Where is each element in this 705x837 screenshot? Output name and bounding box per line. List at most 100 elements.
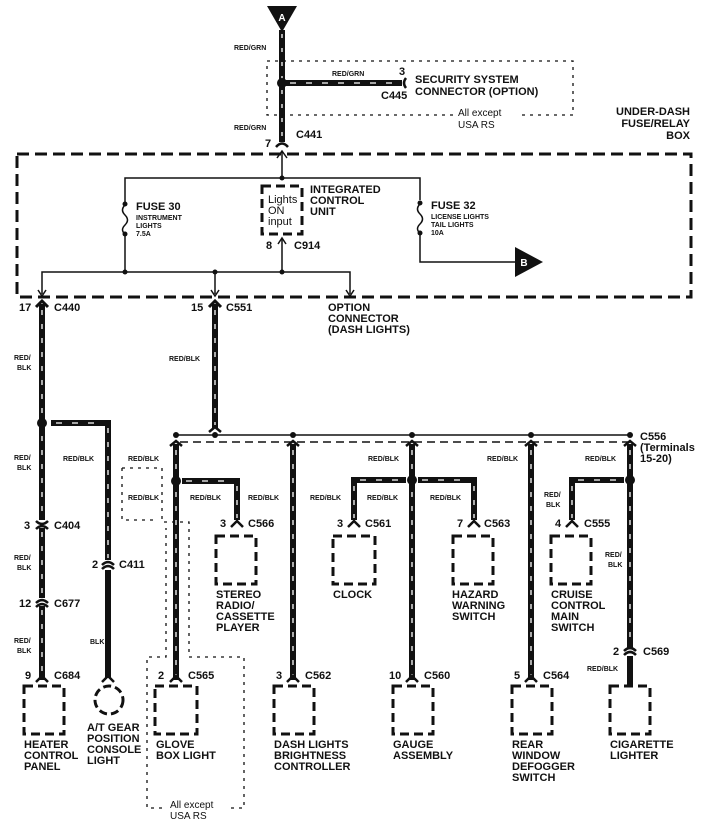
terminal-b-label: B — [520, 258, 527, 269]
glove-note-1: All except — [170, 800, 214, 811]
fuse-32-desc-2: TAIL LIGHTS — [431, 222, 474, 229]
c556-connector: C556 — [640, 431, 666, 443]
clock-label: CLOCK — [333, 589, 372, 601]
c565-pin: 2 — [158, 670, 164, 682]
gauge-assembly-box — [391, 684, 435, 736]
connector-symbol — [402, 77, 408, 89]
c561-connector: C561 — [365, 518, 391, 530]
heater-label-3: PANEL — [24, 761, 61, 773]
defogger-label-3: DEFOGGER — [512, 761, 575, 773]
c555-connector: C555 — [584, 518, 610, 530]
dash-ctrl-box — [272, 684, 316, 736]
wire-clock — [351, 477, 406, 520]
stereo-label-1: STEREO — [216, 589, 262, 601]
hazard-label-2: WARNING — [452, 600, 505, 612]
wire-label-c440-c2: BLK — [17, 565, 31, 572]
c569-pin: 2 — [613, 646, 619, 658]
wire-label-lighter-1: RED/BLK — [585, 456, 616, 463]
icu-label-3: UNIT — [310, 206, 336, 218]
defogger-box — [510, 684, 554, 736]
fuse-30-desc-3: 7.5A — [136, 231, 151, 238]
wire-c440 — [34, 298, 50, 680]
at-gear-label-4: LIGHT — [87, 755, 120, 767]
terminal-b: B — [515, 247, 543, 277]
cruise-label-3: MAIN — [551, 611, 579, 623]
wire-label-blk: BLK — [90, 639, 104, 646]
icu-box-line-1: Lights — [268, 194, 298, 206]
c561-pin: 3 — [337, 518, 343, 530]
wire-label-c440-a2: BLK — [17, 365, 31, 372]
wire-label-clock-2: RED/BLK — [367, 495, 398, 502]
fuse-box-label-1: UNDER-DASH — [616, 106, 690, 118]
hazard-box — [451, 534, 495, 586]
heater-label-2: CONTROL — [24, 750, 79, 762]
wire-label-lighter-2a: RED/ — [605, 552, 622, 559]
wire-label-glove-2: RED/BLK — [128, 495, 159, 502]
c440-pin: 17 — [19, 302, 31, 314]
c441-connector: C441 — [296, 129, 322, 141]
wire-label-c440-c1: RED/ — [14, 555, 31, 562]
c556-terminals-1: (Terminals — [640, 442, 695, 454]
wire-label-red-grn-lower: RED/GRN — [234, 125, 266, 132]
fuse-32-desc-1: LICENSE LIGHTS — [431, 214, 489, 221]
wire-dash-ctrl — [286, 439, 300, 683]
connector-c569-symbol — [623, 646, 637, 656]
glove-label-2: BOX LIGHT — [156, 750, 216, 762]
wire-c551 — [207, 298, 223, 433]
connector-c404-symbol — [35, 520, 49, 530]
security-label-1: SECURITY SYSTEM — [415, 74, 519, 86]
at-gear-label-1: A/T GEAR — [87, 722, 140, 734]
c562-pin: 3 — [276, 670, 282, 682]
wire-label-cruise-1: RED/ — [544, 492, 561, 499]
c677-connector: C677 — [54, 598, 80, 610]
icu-box-line-2: ON — [268, 205, 285, 217]
security-connector: C445 — [381, 90, 407, 102]
c563-connector: C563 — [484, 518, 510, 530]
heater-label-1: HEATER — [24, 739, 68, 751]
fuse-box-label-2: FUSE/RELAY — [621, 118, 690, 130]
splice-dot — [37, 418, 47, 428]
icu-box-line-3: input — [268, 216, 292, 228]
wire-label-at-gear: RED/BLK — [63, 456, 94, 463]
wire-label-gauge: RED/BLK — [368, 456, 399, 463]
c677-pin: 12 — [19, 598, 31, 610]
wire-label-clock-1: RED/BLK — [310, 495, 341, 502]
splice-dot — [171, 476, 181, 486]
cruise-label-1: CRUISE — [551, 589, 593, 601]
wire-label-hazard: RED/BLK — [430, 495, 461, 502]
wire-label-stereo-1: RED/BLK — [190, 495, 221, 502]
fuse-30-desc-1: INSTRUMENT — [136, 215, 183, 222]
wire-at-gear — [51, 420, 111, 678]
wire-label-c440-b1: RED/ — [14, 455, 31, 462]
stereo-box — [214, 534, 258, 586]
lighter-label-1: CIGARETTE — [610, 739, 674, 751]
wire-label-glove-1: RED/BLK — [128, 456, 159, 463]
c551-pin: 15 — [191, 302, 203, 314]
c569-connector: C569 — [643, 646, 669, 658]
c560-connector: C560 — [424, 670, 450, 682]
internal-bus-bottom — [41, 271, 351, 294]
c565-connector: C565 — [188, 670, 214, 682]
wire-label-c440-d2: BLK — [17, 648, 31, 655]
fuse-box-label-3: BOX — [666, 130, 691, 142]
defogger-label-2: WINDOW — [512, 750, 561, 762]
c411-pin: 2 — [92, 559, 98, 571]
wire-label-stereo-2: RED/BLK — [248, 495, 279, 502]
hazard-label-1: HAZARD — [452, 589, 498, 601]
c411-connector: C411 — [119, 559, 145, 571]
c551-connector: C551 — [226, 302, 252, 314]
c440-connector: C440 — [54, 302, 80, 314]
cigarette-lighter-box — [608, 684, 652, 736]
glove-note-2: USA RS — [170, 811, 207, 822]
icu-label-2: CONTROL — [310, 195, 365, 207]
defogger-label-1: REAR — [512, 739, 543, 751]
wire-label-lighter-3: RED/BLK — [587, 666, 618, 673]
wire-label-c440-b2: BLK — [17, 465, 31, 472]
hazard-label-3: SWITCH — [452, 611, 495, 623]
wire-label-security: RED/GRN — [332, 71, 364, 78]
terminal-a-label: A — [278, 13, 285, 24]
integrated-control-unit-box — [260, 184, 304, 236]
option-connector-1: OPTION — [328, 302, 370, 314]
at-gear-light-bulb — [93, 684, 125, 716]
